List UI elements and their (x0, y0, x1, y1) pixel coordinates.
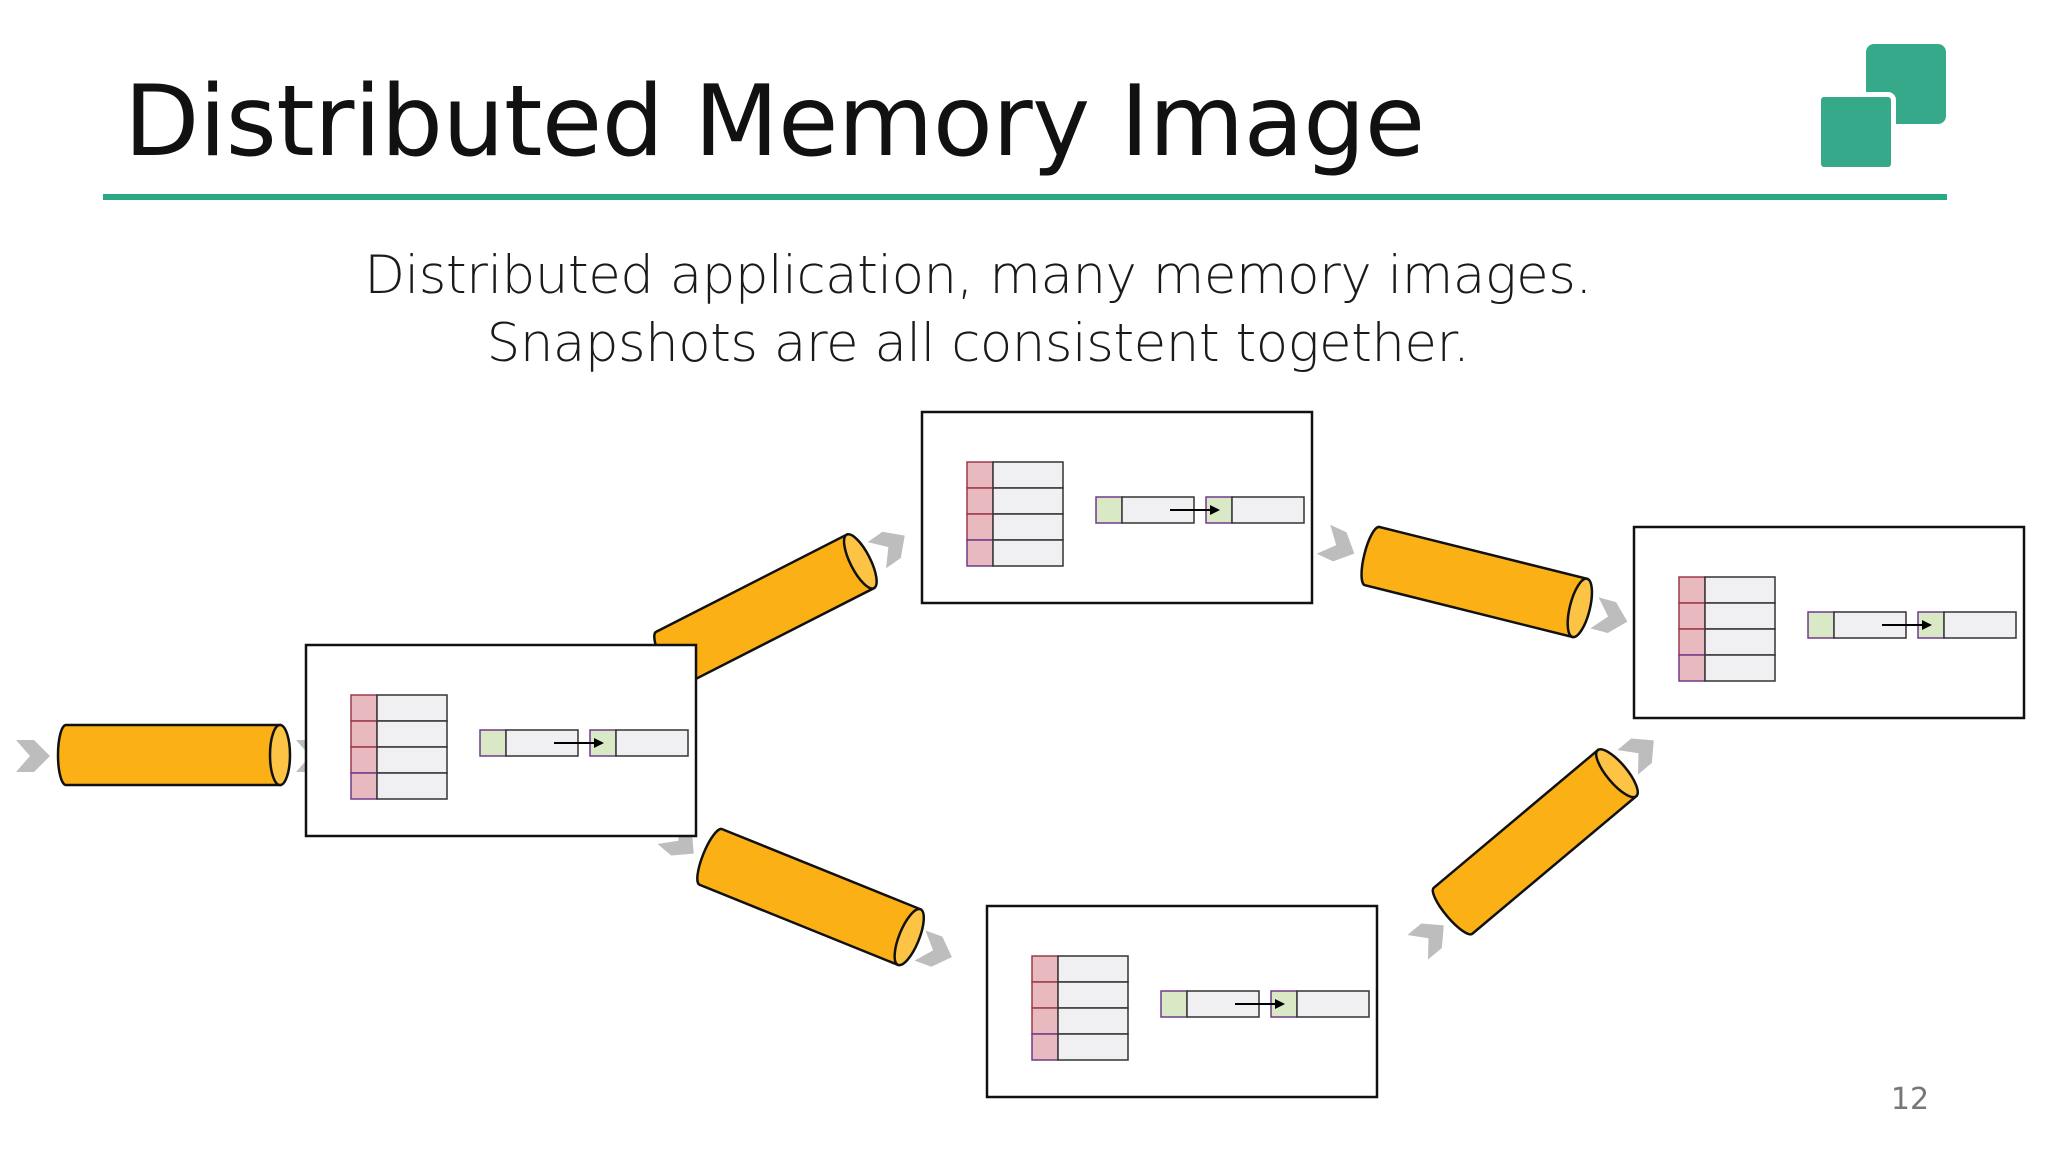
memory-image-3 (985, 904, 1379, 1099)
pipe-3-to-4 (1426, 742, 1646, 941)
memory-image-1 (304, 643, 698, 838)
title-underline (103, 194, 1947, 200)
flow-arrow-icon (1316, 524, 1362, 569)
pipe-1-to-3 (690, 824, 931, 970)
subtitle: Distributed application, many memory ima… (0, 242, 1956, 378)
subtitle-line-1: Distributed application, many memory ima… (364, 245, 1592, 306)
flow-arrow-icon (867, 522, 914, 569)
flow-arrow-icon (16, 740, 50, 772)
logo (1816, 44, 1950, 174)
subtitle-line-2: Snapshots are all consistent together. (486, 313, 1470, 374)
logo-square-front (1816, 92, 1896, 172)
slide-title: Distributed Memory Image (124, 65, 1425, 179)
input-pipe (56, 723, 292, 787)
flow-arrow-icon (1590, 597, 1632, 638)
flow-arrow-icon (1407, 913, 1455, 960)
page-number: 12 (1890, 1082, 1930, 1117)
memory-image-2 (920, 410, 1314, 605)
pipe-2-to-4 (1355, 523, 1599, 641)
memory-image-4 (1632, 525, 2026, 720)
